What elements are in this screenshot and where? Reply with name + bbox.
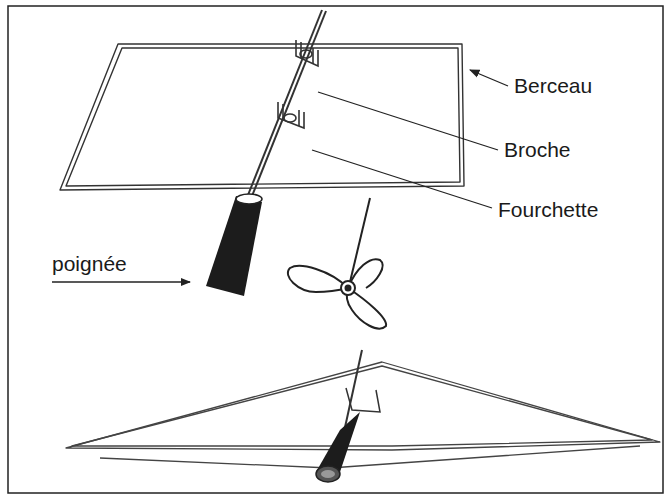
part-label: Fourchette [498, 198, 598, 221]
bottom-cradle [66, 362, 660, 468]
part-label: Berceau [514, 74, 592, 97]
bottom-spit [316, 350, 380, 482]
top-cradle [60, 44, 464, 190]
leader-lines [52, 70, 508, 282]
propeller [288, 198, 386, 329]
handle [206, 194, 262, 296]
spit [246, 10, 326, 201]
part-label: Broche [504, 138, 571, 161]
part-label: poignée [52, 252, 127, 275]
forks [278, 40, 318, 128]
frame-border [8, 6, 663, 493]
